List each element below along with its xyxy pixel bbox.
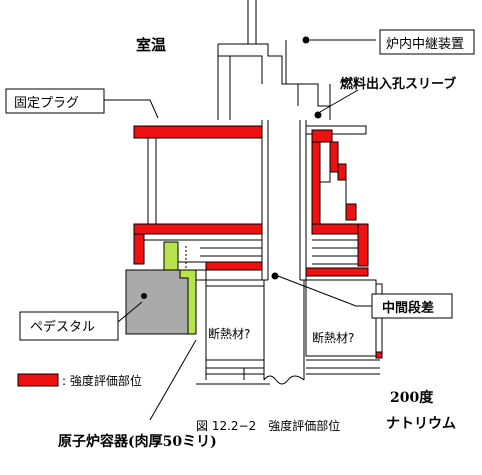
middle-step-label-box xyxy=(371,293,453,319)
fuel-sleeve-label: 燃料出入孔スリーブ xyxy=(340,76,456,92)
room-temp-label: 室温 xyxy=(136,36,166,54)
relay-label-box xyxy=(379,29,475,55)
fixed-plug-left xyxy=(133,125,263,265)
middle-step-label: 中間段差 xyxy=(382,300,434,316)
legend-swatch xyxy=(17,373,59,387)
pedestal-label: ペデスタル xyxy=(30,319,95,335)
relay-label: 炉内中継装置 xyxy=(386,36,464,52)
central-tube xyxy=(261,120,307,385)
legend-label: : 強度評価部位 xyxy=(62,373,142,388)
lower-right-shelves xyxy=(305,267,383,375)
reactor-vessel-highlight xyxy=(163,241,197,335)
fixed-plug-label-box xyxy=(5,88,105,114)
figure-caption: 図 12.2−2 強度評価部位 xyxy=(196,418,340,433)
sodium-label: ナトリウム xyxy=(386,416,456,432)
fixed-plug-label: 固定プラグ xyxy=(14,96,79,111)
temp-200-label: 200度 xyxy=(390,389,434,406)
insulation-left-label: 断熱材? xyxy=(208,326,250,341)
pedestal-label-box xyxy=(19,311,119,341)
insulation-right-label: 断熱材? xyxy=(312,330,354,345)
upper-housing-outline xyxy=(217,0,331,120)
reactor-vessel-label: 原子炉容器(肉厚50ミリ) xyxy=(58,433,217,450)
fixed-plug-right xyxy=(305,125,369,267)
pedestal xyxy=(125,269,193,335)
leader-lines xyxy=(104,36,376,421)
